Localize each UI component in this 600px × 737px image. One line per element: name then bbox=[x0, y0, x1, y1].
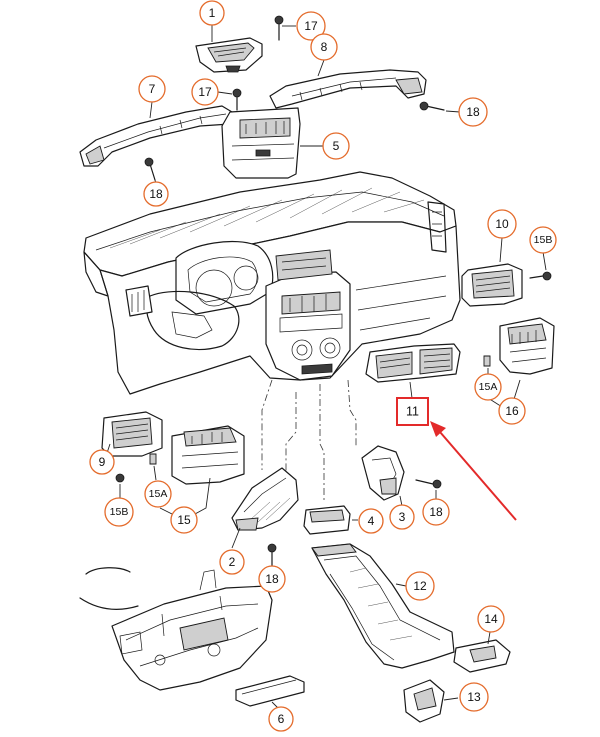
callout-18-console: 18 bbox=[422, 498, 450, 526]
svg-text:2: 2 bbox=[229, 555, 236, 569]
clip-15a-left bbox=[149, 453, 157, 465]
part-16-right-vent-housing bbox=[499, 317, 555, 375]
part-14-duct-outlet bbox=[453, 639, 511, 673]
callout-7: 7 bbox=[138, 75, 166, 103]
part-12-floor-air-duct bbox=[311, 543, 455, 669]
svg-text:3: 3 bbox=[399, 510, 406, 524]
callout-1: 1 bbox=[199, 0, 225, 26]
svg-text:17: 17 bbox=[198, 85, 212, 99]
clip-15a-right bbox=[483, 355, 491, 367]
part-3-console-bracket bbox=[361, 445, 405, 501]
part-8-right-air-duct bbox=[269, 69, 427, 109]
callout-18-right-top: 18 bbox=[458, 97, 488, 127]
callout-2: 2 bbox=[219, 549, 245, 575]
callout-13: 13 bbox=[459, 682, 489, 712]
callout-15: 15 bbox=[170, 506, 198, 534]
callout-8: 8 bbox=[310, 33, 338, 61]
screw-18-left bbox=[144, 157, 156, 181]
clip-15b-left bbox=[115, 473, 125, 483]
callout-12: 12 bbox=[405, 571, 435, 601]
svg-text:11: 11 bbox=[406, 405, 419, 419]
screw-17-upper bbox=[274, 15, 284, 41]
screw-17-lower bbox=[232, 88, 242, 111]
svg-text:15B: 15B bbox=[534, 234, 553, 246]
part-1-vent-bezel bbox=[195, 37, 263, 73]
screw-18-lower-center bbox=[267, 543, 277, 567]
clip-15b-right bbox=[529, 271, 552, 281]
red-pointer-arrow bbox=[430, 421, 517, 521]
callout-3: 3 bbox=[389, 504, 415, 530]
callout-17-lower: 17 bbox=[191, 78, 219, 106]
svg-text:13: 13 bbox=[467, 690, 481, 704]
svg-text:5: 5 bbox=[333, 139, 340, 153]
assembly-dash-lines bbox=[261, 379, 357, 500]
callout-16: 16 bbox=[498, 397, 526, 425]
svg-text:18: 18 bbox=[466, 105, 480, 119]
dashboard-assembly bbox=[83, 171, 461, 395]
svg-text:14: 14 bbox=[484, 612, 498, 626]
part-6-lower-trim-strip bbox=[235, 675, 305, 707]
callout-17-upper: 17 bbox=[296, 11, 326, 41]
part-5-center-duct-housing bbox=[221, 107, 301, 179]
svg-text:15B: 15B bbox=[110, 506, 129, 518]
callout-6: 6 bbox=[268, 706, 294, 732]
callout-15b-right: 15B bbox=[529, 226, 557, 254]
svg-text:6: 6 bbox=[278, 712, 285, 726]
callout-14: 14 bbox=[477, 605, 505, 633]
callout-9: 9 bbox=[89, 449, 115, 475]
svg-text:17: 17 bbox=[304, 19, 318, 33]
part-7-left-air-duct bbox=[79, 105, 233, 167]
part-2-center-trim-panel bbox=[231, 467, 299, 531]
svg-text:15: 15 bbox=[177, 513, 191, 527]
svg-text:4: 4 bbox=[368, 514, 375, 528]
part-9-left-outer-vent bbox=[101, 411, 163, 457]
svg-text:18: 18 bbox=[149, 187, 163, 201]
part-11-center-air-vent bbox=[365, 343, 461, 383]
svg-text:16: 16 bbox=[505, 404, 519, 418]
svg-text:12: 12 bbox=[413, 579, 427, 593]
svg-text:18: 18 bbox=[265, 572, 279, 586]
callout-15a-left: 15A bbox=[144, 480, 172, 508]
callout-15a-right: 15A bbox=[474, 373, 502, 401]
part-4-duct-adapter bbox=[303, 505, 351, 535]
cross-member-frame bbox=[79, 567, 273, 691]
screw-18-right bbox=[419, 101, 445, 111]
part-15-left-vent-housing bbox=[171, 425, 245, 485]
callout-10: 10 bbox=[487, 209, 517, 239]
callout-18-lower-center: 18 bbox=[258, 565, 286, 593]
svg-text:7: 7 bbox=[149, 82, 156, 96]
highlighted-label-11: 11 bbox=[396, 397, 429, 426]
callout-5: 5 bbox=[322, 132, 350, 160]
svg-text:10: 10 bbox=[495, 217, 509, 231]
svg-text:18: 18 bbox=[429, 505, 443, 519]
callout-18-left-top: 18 bbox=[143, 181, 169, 207]
callout-4: 4 bbox=[358, 508, 384, 534]
part-13-lower-duct-outlet bbox=[403, 679, 445, 723]
svg-text:15A: 15A bbox=[149, 488, 168, 500]
svg-text:8: 8 bbox=[321, 40, 328, 54]
callout-15b-left: 15B bbox=[104, 497, 134, 527]
svg-text:9: 9 bbox=[99, 455, 106, 469]
svg-text:1: 1 bbox=[209, 6, 216, 20]
part-10-right-outer-vent bbox=[461, 263, 523, 307]
screw-18-console bbox=[415, 479, 442, 489]
svg-text:15A: 15A bbox=[479, 381, 498, 393]
